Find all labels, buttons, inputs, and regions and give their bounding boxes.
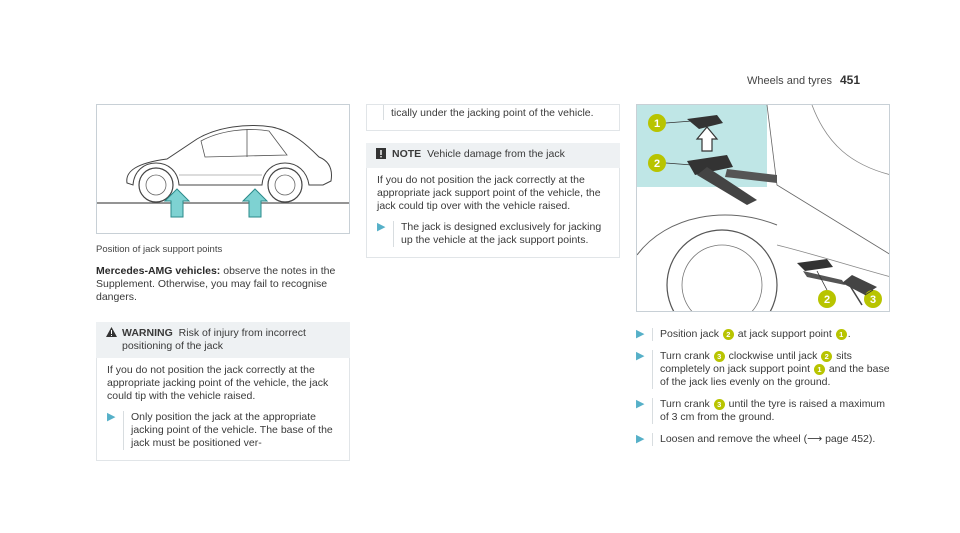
warning-box: WARNING Risk of injury from incorrect po… [96, 322, 350, 461]
page-number: 451 [839, 73, 860, 87]
warning-step: ▶ Only position the jack at the appropri… [107, 411, 339, 450]
callout-1: 1 [648, 114, 693, 132]
step-2: ▶ Turn crank 3 clockwise until jack 2 si… [636, 350, 890, 389]
callout-label: 1 [654, 118, 660, 130]
step-arrow-icon: ▶ [636, 398, 645, 410]
step-arrow-icon: ▶ [636, 433, 645, 445]
step-arrow-icon: ▶ [377, 221, 386, 233]
page-header: Wheels and tyres 451 [747, 73, 860, 87]
step-arrow-icon: ▶ [107, 411, 116, 423]
step-1: ▶ Position jack 2 at jack support point … [636, 328, 890, 341]
callout-3: 3 [864, 289, 882, 308]
note-label: NOTE [392, 148, 422, 160]
svg-text:3: 3 [870, 294, 876, 306]
step-3: ▶ Turn crank 3 until the tyre is raised … [636, 398, 890, 424]
step-arrow-icon: ▶ [636, 350, 645, 362]
note-step-text: The jack is designed exclusively for jac… [393, 221, 609, 247]
column-2: tically under the jacking point of the v… [366, 104, 620, 258]
note-step: ▶ The jack is designed exclusively for j… [377, 221, 609, 247]
warning-label: WARNING [122, 327, 173, 339]
note-icon [376, 148, 392, 163]
svg-text:2: 2 [824, 294, 830, 306]
step-4: ▶ Loosen and remove the wheel (⟶ page 45… [636, 433, 890, 446]
instruction-steps: ▶ Position jack 2 at jack support point … [636, 328, 890, 446]
warning-title: Risk of injury from incorrect positionin… [122, 327, 306, 352]
car-side-illustration [97, 125, 349, 218]
note-text: If you do not position the jack correctl… [377, 174, 601, 212]
note-box: NOTE Vehicle damage from the jack If you… [366, 143, 620, 258]
callout-2-top: 2 [648, 154, 693, 172]
warning-continuation-text: tically under the jacking point of the v… [383, 105, 609, 120]
note-body: If you do not position the jack correctl… [366, 168, 620, 258]
jack-illustration: 1 2 2 3 [637, 105, 889, 311]
page-ref-text[interactable]: page 452). [822, 433, 876, 445]
column-3: 1 2 2 3 ▶ Position jack 2 at jack s [636, 104, 890, 446]
warning-continuation: tically under the jacking point of the v… [366, 104, 620, 131]
amg-note-paragraph: Mercedes-AMG vehicles: observe the notes… [96, 265, 336, 303]
warning-step-text: Only position the jack at the appropriat… [123, 411, 339, 450]
svg-text:2: 2 [654, 158, 660, 170]
car-side-figure [96, 104, 350, 234]
figure-caption: Position of jack support points [96, 244, 223, 255]
section-title: Wheels and tyres [746, 75, 832, 87]
warning-icon [106, 327, 122, 353]
warning-body: If you do not position the jack correctl… [96, 358, 350, 461]
callout-2-bottom: 2 [816, 270, 836, 308]
warning-text: If you do not position the jack correctl… [107, 364, 329, 402]
jack-figure: 1 2 2 3 [636, 104, 890, 312]
column-1: Position of jack support points Mercedes… [96, 104, 350, 461]
note-title: Vehicle damage from the jack [427, 148, 565, 160]
page-ref-link[interactable]: ⟶ [807, 433, 823, 445]
warning-header: WARNING Risk of injury from incorrect po… [96, 322, 350, 358]
step-arrow-icon: ▶ [636, 328, 645, 340]
note-header: NOTE Vehicle damage from the jack [366, 143, 620, 168]
